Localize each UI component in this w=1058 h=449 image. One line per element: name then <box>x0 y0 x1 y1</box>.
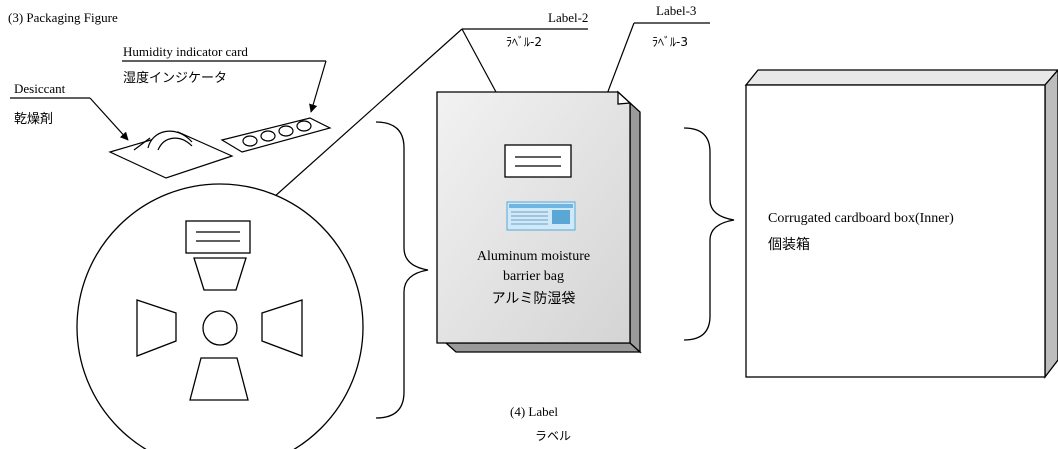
bag-label-line1: Aluminum moisture <box>476 249 591 264</box>
reel-label <box>185 220 251 254</box>
reel-window-right <box>261 299 303 357</box>
brace-left <box>375 121 429 419</box>
reel-window-top <box>193 257 247 291</box>
label3-caption: Label-3 <box>656 3 697 18</box>
brace-right <box>683 127 735 341</box>
label3-caption-jp: ﾗﾍﾞﾙ-3 <box>652 35 688 49</box>
bag-label-jp: アルミ防湿袋 <box>491 291 576 307</box>
reel-window-left <box>136 299 177 357</box>
humidity-card-label-jp: 湿度インジケータ <box>123 71 228 86</box>
reel-window-bottom <box>189 357 249 401</box>
inner-box <box>744 69 1058 379</box>
label-section-heading: (4) Label <box>510 404 559 419</box>
humidity-card-leader <box>122 60 327 113</box>
box-label: Corrugated cardboard box(Inner) <box>768 211 954 226</box>
bag-label2 <box>504 144 572 178</box>
desiccant-leader <box>10 97 129 141</box>
desiccant-label: Desiccant <box>14 81 66 96</box>
desiccant-label-jp: 乾燥剤 <box>14 112 54 127</box>
figure-heading: (3) Packaging Figure <box>8 10 118 25</box>
desiccant-packet <box>108 130 234 179</box>
label2-caption: Label-2 <box>548 10 589 25</box>
bag-label-line2: barrier bag <box>502 269 565 284</box>
label-section-heading-jp: ラベル <box>535 429 572 443</box>
reel <box>76 183 364 449</box>
box-label-jp: 個装箱 <box>768 237 810 253</box>
reel-hub <box>202 310 238 346</box>
humidity-card-label: Humidity indicator card <box>123 44 248 59</box>
humidity-indicator-card <box>220 117 332 153</box>
label2-caption-jp: ﾗﾍﾞﾙ-2 <box>506 35 542 49</box>
label3-sticker <box>506 201 576 231</box>
